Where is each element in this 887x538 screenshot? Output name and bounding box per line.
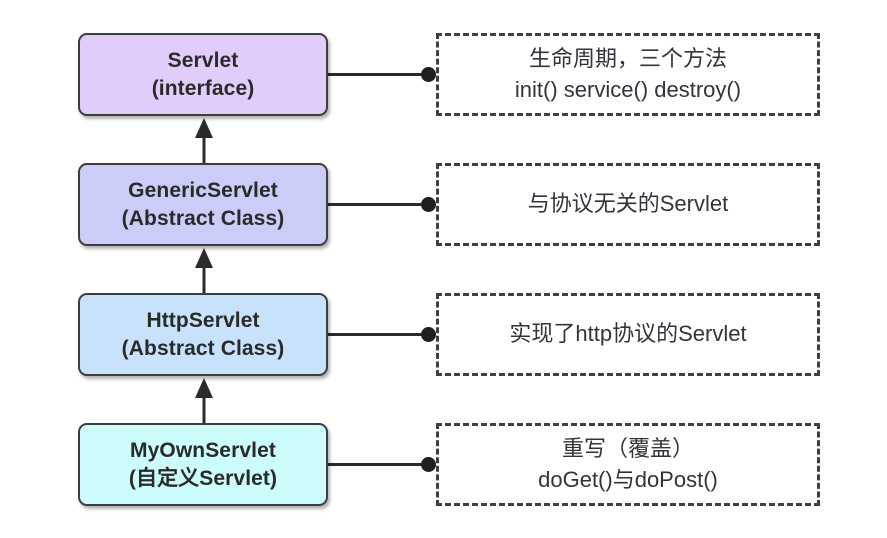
- note-box-myownservlet[interactable]: 重写（覆盖） doGet()与doPost(): [436, 423, 820, 506]
- note-box-servlet-line1: 生命周期，三个方法: [528, 46, 727, 72]
- class-box-servlet-stereotype: (interface): [151, 76, 255, 100]
- class-box-httpservlet-stereotype: (Abstract Class): [121, 336, 285, 360]
- note-box-myownservlet-line2: doGet()与doPost(): [538, 466, 718, 492]
- note-connector-line-myownservlet: [327, 463, 430, 466]
- class-box-genericservlet[interactable]: GenericServlet (Abstract Class): [78, 163, 328, 246]
- class-box-genericservlet-stereotype: (Abstract Class): [121, 206, 285, 230]
- class-box-httpservlet[interactable]: HttpServlet (Abstract Class): [78, 293, 328, 376]
- note-connector-line-genericservlet: [327, 203, 430, 206]
- class-box-servlet-name: Servlet: [167, 49, 239, 73]
- note-connector-ball-myownservlet: [421, 457, 436, 472]
- inheritance-arrow-myown-to-http: [191, 378, 217, 425]
- note-box-servlet[interactable]: 生命周期，三个方法 init() service() destroy(): [436, 33, 820, 116]
- class-box-genericservlet-name: GenericServlet: [128, 179, 278, 203]
- note-connector-ball-genericservlet: [421, 197, 436, 212]
- note-box-genericservlet[interactable]: 与协议无关的Servlet: [436, 163, 820, 246]
- note-box-genericservlet-line1: 与协议无关的Servlet: [527, 191, 729, 217]
- class-box-myownservlet-stereotype: (自定义Servlet): [128, 466, 278, 490]
- class-box-myownservlet[interactable]: MyOwnServlet (自定义Servlet): [78, 423, 328, 506]
- inheritance-arrow-generic-to-servlet: [191, 118, 217, 165]
- note-connector-ball-httpservlet: [421, 327, 436, 342]
- note-box-myownservlet-line1: 重写（覆盖）: [561, 436, 694, 462]
- note-box-httpservlet[interactable]: 实现了http协议的Servlet: [436, 293, 820, 376]
- class-box-myownservlet-name: MyOwnServlet: [130, 439, 276, 463]
- class-box-servlet[interactable]: Servlet (interface): [78, 33, 328, 116]
- note-box-httpservlet-line1: 实现了http协议的Servlet: [509, 321, 747, 347]
- inheritance-arrow-http-to-generic: [191, 248, 217, 295]
- class-box-httpservlet-name: HttpServlet: [146, 309, 260, 333]
- note-box-servlet-line2: init() service() destroy(): [514, 76, 742, 102]
- note-connector-line-servlet: [327, 73, 430, 76]
- note-connector-line-httpservlet: [327, 333, 430, 336]
- note-connector-ball-servlet: [421, 67, 436, 82]
